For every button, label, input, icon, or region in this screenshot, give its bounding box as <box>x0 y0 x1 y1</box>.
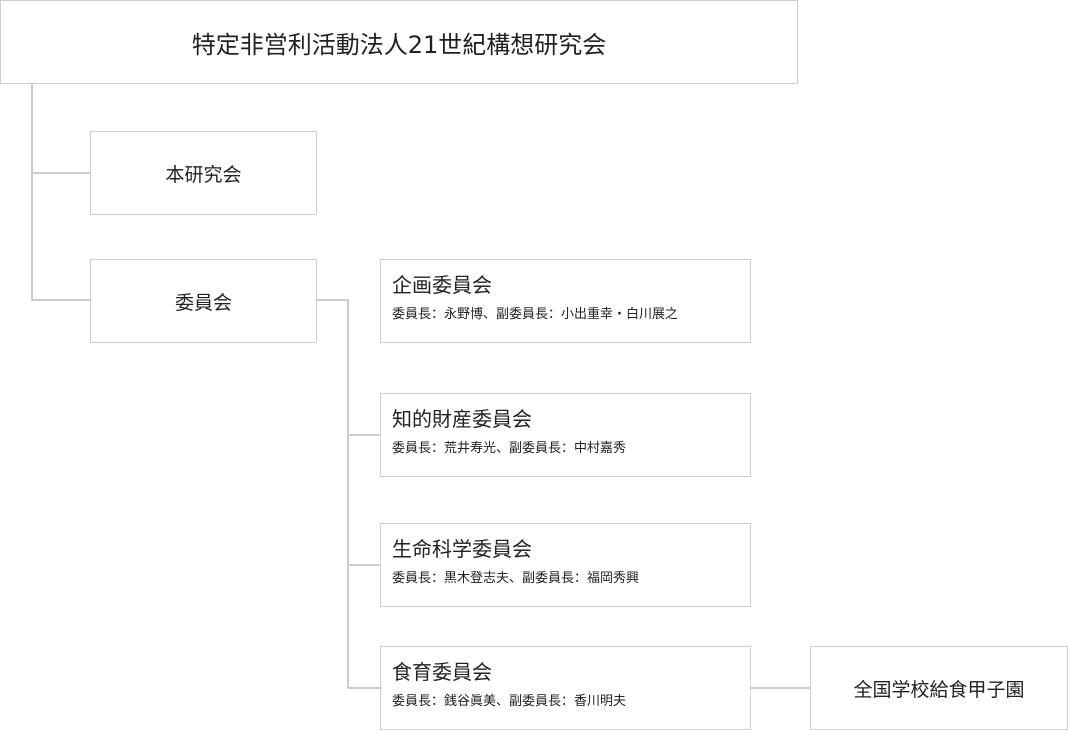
committee-members: 委員長：銭谷眞美、副委員長：香川明夫 <box>392 694 627 709</box>
committee-members: 委員長：永野博、副委員長：小出重幸・白川展之 <box>392 307 679 322</box>
root-title: 特定非営利活動法人21世紀構想研究会 <box>191 30 607 59</box>
committee-node-planning: 企画委員会 委員長：永野博、副委員長：小出重幸・白川展之 <box>380 259 751 343</box>
connector-line <box>316 299 349 301</box>
committee-name: 食育委員会 <box>392 660 492 684</box>
connector-line <box>750 687 810 689</box>
committee-node-life-science: 生命科学委員会 委員長：黒木登志夫、副委員長：福岡秀興 <box>380 523 751 607</box>
committee-name: 企画委員会 <box>392 273 492 297</box>
branch-node-committees: 委員会 <box>90 259 317 343</box>
committee-members: 委員長：荒井寿光、副委員長：中村嘉秀 <box>392 441 627 456</box>
connector-line <box>347 434 380 436</box>
connector-line <box>347 564 380 566</box>
branch-node-main-study: 本研究会 <box>90 131 317 215</box>
branch-label: 本研究会 <box>165 163 242 186</box>
connector-line <box>31 83 33 301</box>
committee-members: 委員長：黒木登志夫、副委員長：福岡秀興 <box>392 571 640 586</box>
connector-line <box>31 299 90 301</box>
committee-node-food-education: 食育委員会 委員長：銭谷眞美、副委員長：香川明夫 <box>380 646 751 730</box>
connector-line <box>347 687 380 689</box>
committee-name: 知的財産委員会 <box>392 407 532 431</box>
committee-name: 生命科学委員会 <box>392 537 532 561</box>
root-node: 特定非営利活動法人21世紀構想研究会 <box>0 0 798 84</box>
branch-label: 委員会 <box>174 291 232 314</box>
connector-line <box>31 172 90 174</box>
sub-unit-node: 全国学校給食甲子園 <box>810 646 1068 730</box>
sub-unit-label: 全国学校給食甲子園 <box>853 678 1025 701</box>
connector-line <box>347 299 349 689</box>
committee-node-ip: 知的財産委員会 委員長：荒井寿光、副委員長：中村嘉秀 <box>380 393 751 477</box>
